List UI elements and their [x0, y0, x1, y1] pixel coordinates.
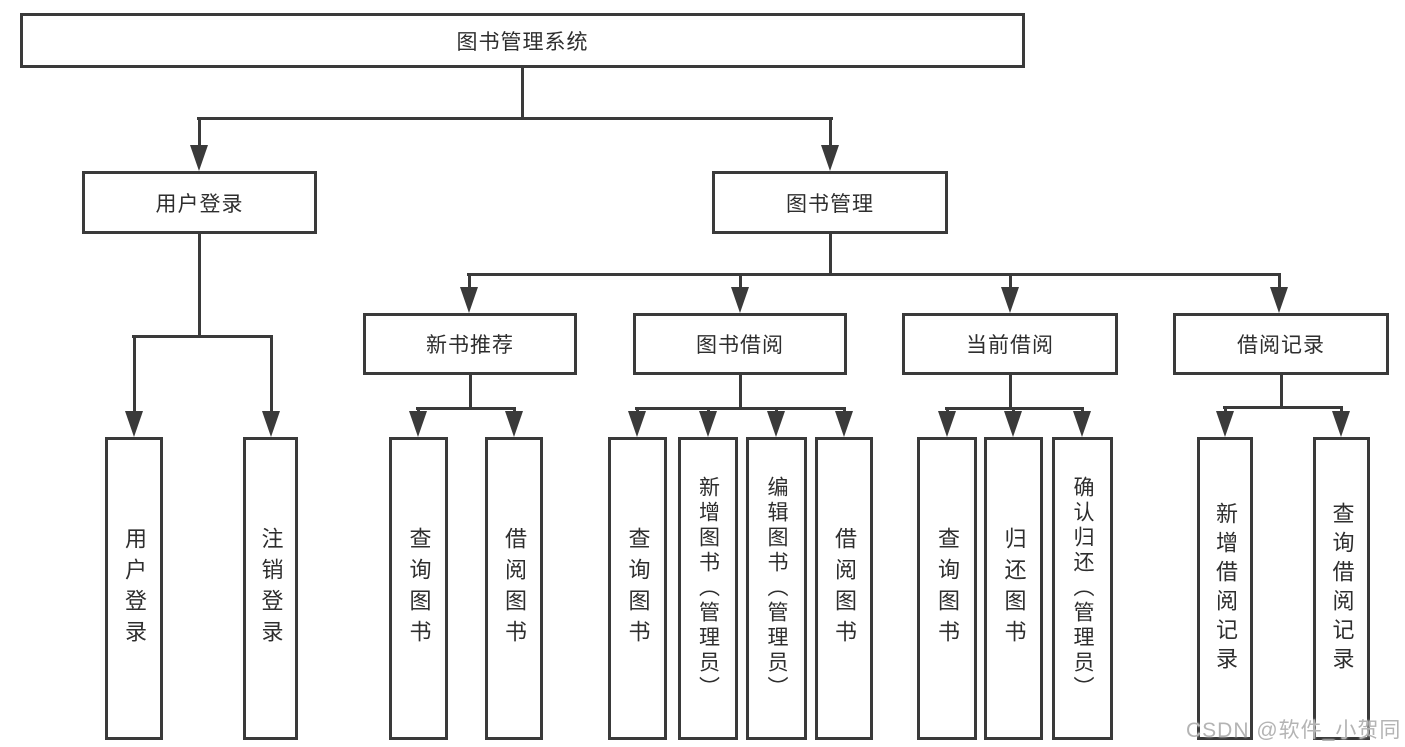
- connector-vline: [1009, 375, 1012, 409]
- leaf-add-borrow-record: 新增借阅记录: [1197, 437, 1253, 740]
- arrowhead-down: [1004, 411, 1022, 437]
- arrowhead-down: [1270, 287, 1288, 313]
- arrowhead-down: [731, 287, 749, 313]
- node-book-borrow-label: 图书借阅: [696, 334, 784, 357]
- leaf-add-book-admin-label: 新增图书（管理员）: [696, 476, 720, 701]
- arrowhead-down: [1001, 287, 1019, 313]
- leaf-borrow-books: 借阅图书: [815, 437, 873, 740]
- arrowhead-down: [505, 411, 523, 437]
- connector-hline: [467, 273, 1281, 276]
- connector-vline: [1081, 407, 1084, 414]
- connector-vline: [1009, 273, 1012, 290]
- node-user-login-label: 用户登录: [155, 192, 244, 216]
- connector-hline: [197, 117, 833, 120]
- leaf-query-books-recommend-label: 查询图书: [406, 526, 432, 651]
- node-new-book-recommend: 新书推荐: [363, 313, 577, 375]
- connector-vline: [1278, 273, 1281, 290]
- connector-vline: [829, 234, 832, 273]
- connector-vline: [829, 117, 832, 149]
- leaf-logout-label: 注销登录: [258, 526, 284, 651]
- connector-vline: [513, 407, 516, 414]
- node-root: 图书管理系统: [20, 13, 1025, 68]
- node-current-borrow: 当前借阅: [902, 313, 1118, 375]
- node-new-book-recommend-label: 新书推荐: [426, 334, 514, 357]
- connector-vline: [1340, 406, 1343, 414]
- leaf-query-books-recommend: 查询图书: [389, 437, 448, 740]
- arrowhead-down: [262, 411, 280, 437]
- leaf-return-book: 归还图书: [984, 437, 1043, 740]
- connector-vline: [707, 407, 710, 414]
- connector-vline: [521, 68, 524, 117]
- arrowhead-down: [1332, 411, 1350, 437]
- node-book-borrow: 图书借阅: [633, 313, 847, 375]
- leaf-add-borrow-record-label: 新增借阅记录: [1213, 501, 1238, 676]
- arrowhead-down: [938, 411, 956, 437]
- connector-vline: [417, 407, 420, 414]
- connector-vline: [739, 375, 742, 409]
- leaf-confirm-return-admin-label: 确认归还（管理员）: [1071, 476, 1094, 701]
- leaf-confirm-return-admin: 确认归还（管理员）: [1052, 437, 1113, 740]
- connector-hline: [635, 407, 846, 410]
- connector-vline: [636, 407, 639, 414]
- arrowhead-down: [699, 411, 717, 437]
- leaf-user-login-label: 用户登录: [122, 526, 147, 651]
- connector-vline: [843, 407, 846, 414]
- connector-hline: [1223, 406, 1343, 409]
- arrowhead-down: [125, 411, 143, 437]
- arrowhead-down: [835, 411, 853, 437]
- node-user-login: 用户登录: [82, 171, 317, 234]
- connector-vline: [133, 335, 136, 413]
- leaf-query-borrow-record-label: 查询借阅记录: [1329, 501, 1355, 676]
- node-book-management: 图书管理: [712, 171, 948, 234]
- connector-vline: [1280, 375, 1283, 406]
- arrowhead-down: [767, 411, 785, 437]
- leaf-return-book-label: 归还图书: [1001, 526, 1027, 651]
- csdn-watermark: CSDN @软件_小贺同学: [1186, 719, 1402, 742]
- connector-vline: [198, 117, 201, 149]
- connector-vline: [469, 375, 472, 409]
- connector-hline: [416, 407, 516, 410]
- connector-vline: [1224, 406, 1227, 414]
- connector-vline: [270, 335, 273, 413]
- leaf-user-login: 用户登录: [105, 437, 163, 740]
- arrowhead-down: [1216, 411, 1234, 437]
- leaf-add-book-admin: 新增图书（管理员）: [678, 437, 738, 740]
- arrowhead-down: [409, 411, 427, 437]
- node-borrow-record: 借阅记录: [1173, 313, 1389, 375]
- leaf-logout: 注销登录: [243, 437, 298, 740]
- connector-vline: [739, 273, 742, 290]
- leaf-query-books-current-label: 查询图书: [935, 526, 960, 651]
- arrowhead-down: [821, 145, 839, 171]
- connector-hline: [132, 335, 273, 338]
- leaf-query-books-borrow: 查询图书: [608, 437, 667, 740]
- connector-vline: [198, 234, 201, 335]
- connector-vline: [775, 407, 778, 414]
- leaf-borrow-books-label: 借阅图书: [832, 526, 857, 651]
- arrowhead-down: [190, 145, 208, 171]
- leaf-edit-book-admin: 编辑图书（管理员）: [746, 437, 807, 740]
- node-current-borrow-label: 当前借阅: [966, 334, 1054, 357]
- arrowhead-down: [628, 411, 646, 437]
- arrowhead-down: [460, 287, 478, 313]
- node-root-label: 图书管理系统: [456, 30, 589, 54]
- arrowhead-down: [1073, 411, 1091, 437]
- node-book-management-label: 图书管理: [786, 192, 874, 216]
- connector-vline: [468, 273, 471, 290]
- leaf-query-books-borrow-label: 查询图书: [625, 526, 651, 651]
- leaf-borrow-books-recommend-label: 借阅图书: [502, 526, 527, 651]
- connector-vline: [946, 407, 949, 414]
- leaf-edit-book-admin-label: 编辑图书（管理员）: [765, 476, 788, 701]
- node-borrow-record-label: 借阅记录: [1237, 334, 1325, 357]
- leaf-query-borrow-record: 查询借阅记录: [1313, 437, 1370, 740]
- leaf-query-books-current: 查询图书: [917, 437, 977, 740]
- leaf-borrow-books-recommend: 借阅图书: [485, 437, 543, 740]
- connector-vline: [1012, 407, 1015, 414]
